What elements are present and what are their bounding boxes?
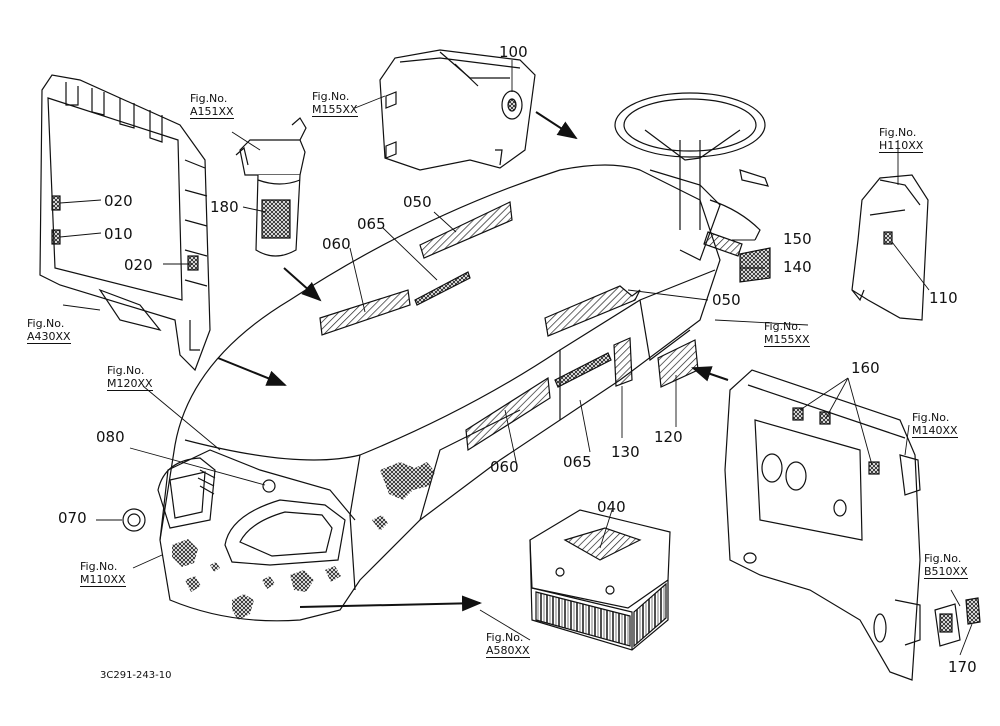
- fig-ref-b510xx: Fig.No. B510XX: [924, 552, 968, 579]
- part-label-100: 100: [499, 43, 528, 61]
- connector: [934, 597, 981, 647]
- fig-ref-a151xx: Fig.No. A151XX: [190, 92, 234, 119]
- part-label-150: 150: [783, 230, 812, 248]
- fig-ref-m120xx: Fig.No. M120XX: [107, 364, 153, 391]
- part-label-170: 170: [948, 658, 977, 676]
- assembly-arrows: [217, 111, 729, 612]
- part-label-160: 160: [851, 359, 880, 377]
- part-label-065-lower: 065: [563, 453, 592, 471]
- part-label-140: 140: [783, 258, 812, 276]
- part-label-120: 120: [654, 428, 683, 446]
- part-label-010: 010: [104, 225, 133, 243]
- fig-ref-m155xx-side: Fig.No. M155XX: [764, 320, 810, 347]
- steering-assembly: [614, 92, 771, 283]
- fig-ref-a580xx: Fig.No. A580XX: [486, 631, 530, 658]
- part-label-060-upper: 060: [322, 235, 351, 253]
- part-label-130: 130: [611, 443, 640, 461]
- part-label-020-lower: 020: [124, 256, 153, 274]
- rear-cover-top: [379, 49, 536, 171]
- fuel-filter: [235, 117, 307, 257]
- fig-ref-a430xx: Fig.No. A430XX: [27, 317, 71, 344]
- drawing-number: 3C291-243-10: [100, 670, 172, 681]
- fig-ref-m140xx: Fig.No. M140XX: [912, 411, 958, 438]
- radiator-shroud: [39, 74, 211, 372]
- hood-body: [122, 164, 721, 622]
- part-label-060-lower: 060: [490, 458, 519, 476]
- part-label-180: 180: [210, 198, 239, 216]
- fig-ref-h110xx: Fig.No. H110XX: [879, 126, 924, 153]
- part-label-020-upper: 020: [104, 192, 133, 210]
- leader-lines: [59, 60, 973, 656]
- part-label-040: 040: [597, 498, 626, 516]
- part-label-050-lower: 050: [712, 291, 741, 309]
- fig-ref-m110xx: Fig.No. M110XX: [80, 560, 126, 587]
- part-label-070: 070: [58, 509, 87, 527]
- rear-panel: [724, 369, 921, 681]
- part-label-110: 110: [929, 289, 958, 307]
- side-cover: [851, 174, 929, 321]
- part-label-065-upper: 065: [357, 215, 386, 233]
- battery: [529, 509, 671, 651]
- part-label-080: 080: [96, 428, 125, 446]
- fig-ref-m155xx-top: Fig.No. M155XX: [312, 90, 358, 117]
- part-label-050-upper: 050: [403, 193, 432, 211]
